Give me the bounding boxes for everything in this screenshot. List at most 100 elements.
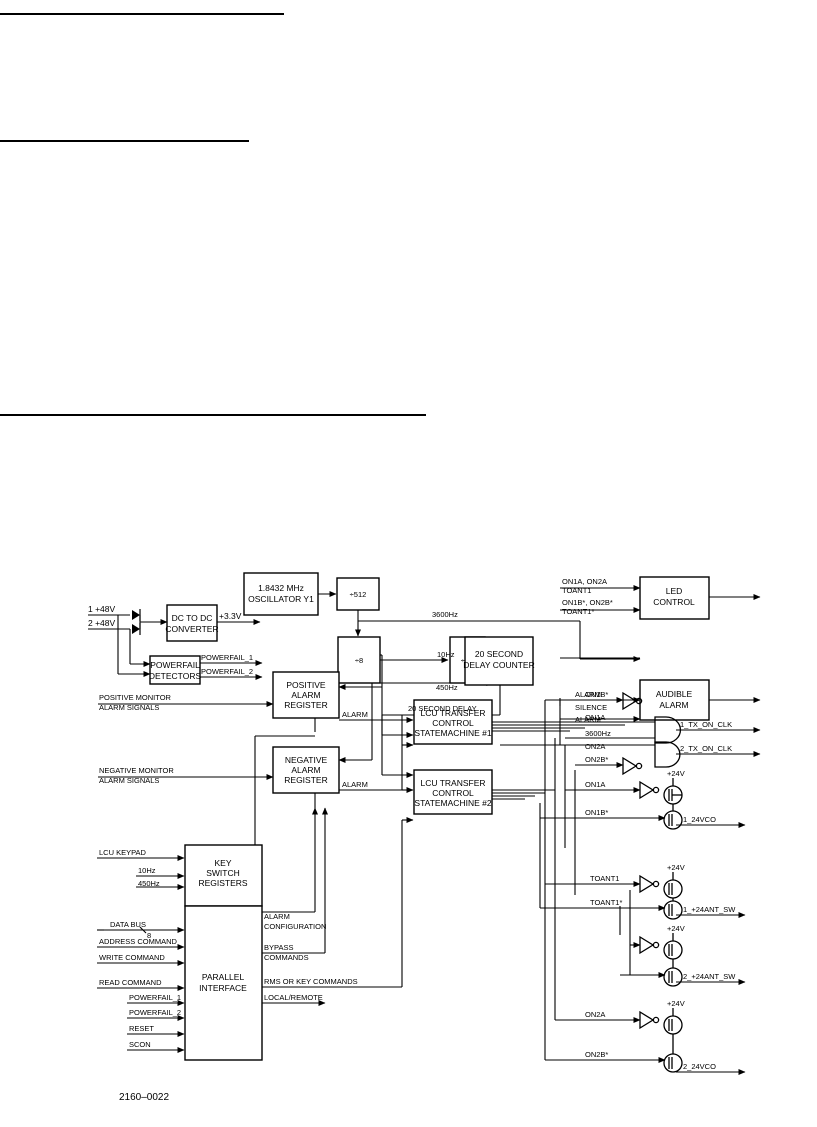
svg-text:LCU TRANSFER: LCU TRANSFER xyxy=(420,708,485,718)
oscillator-block: 1.8432 MHz OSCILLATOR Y1 xyxy=(243,572,319,616)
label-alarm-audible: ALARM xyxy=(575,690,601,699)
alarm-config-label: ALARM xyxy=(264,912,290,921)
label-10hz: 10Hz xyxy=(437,650,455,659)
key-switch-registers-block: KEY SWITCH REGISTERS xyxy=(184,844,263,907)
key-450hz-label: 450Hz xyxy=(138,879,160,888)
led-input-2b: TOANT1* xyxy=(562,607,594,616)
scon-label: SCON xyxy=(129,1040,151,1049)
svg-text:KEY: KEY xyxy=(214,858,231,868)
on2a-gate-label: ON2A xyxy=(585,742,605,751)
audible-alarm-block: AUDIBLE ALARM xyxy=(639,679,710,721)
bypass-label: BYPASS xyxy=(264,943,293,952)
read-command-label: READ COMMAND xyxy=(99,978,162,987)
address-command-label: ADDRESS COMMAND xyxy=(99,937,178,946)
svg-text:÷512: ÷512 xyxy=(350,590,367,599)
svg-text:DC TO DC: DC TO DC xyxy=(172,613,213,623)
alarm-from-positive: ALARM xyxy=(342,710,368,719)
svg-text:NEGATIVE: NEGATIVE xyxy=(285,755,328,765)
dc-converter-block: DC TO DC CONVERTER xyxy=(165,604,219,642)
led-input-1a: ON1A, ON2A xyxy=(562,577,607,586)
svg-text:DELAY COUNTER: DELAY COUNTER xyxy=(463,660,534,670)
bus-width-label: 8 xyxy=(147,931,151,940)
on2b-driver-label: ON2B* xyxy=(585,1050,608,1059)
rms-label: RMS OR KEY COMMANDS xyxy=(264,977,358,986)
label-3600hz: 3600Hz xyxy=(432,610,458,619)
lcu-keypad-label: LCU KEYPAD xyxy=(99,848,147,857)
divide-512-block: ÷512 xyxy=(336,577,380,611)
write-command-label: WRITE COMMAND xyxy=(99,953,165,962)
svg-text:INTERFACE: INTERFACE xyxy=(199,983,247,993)
led-control-block: LED CONTROL xyxy=(639,576,710,620)
data-bus-label: DATA BUS xyxy=(110,920,146,929)
svg-text:STATEMACHINE #2: STATEMACHINE #2 xyxy=(414,798,491,808)
label-20-second-delay: 20 SECOND DELAY xyxy=(408,704,477,713)
plus24v-label-2: +24V xyxy=(667,863,685,872)
powerfail-2-out: POWERFAIL_2 xyxy=(201,667,253,676)
on2a-driver-label: ON2A xyxy=(585,1010,605,1019)
statemachine-1-block: LCU TRANSFER CONTROL STATEMACHINE #1 xyxy=(413,699,493,745)
plus24v-label: +24V xyxy=(667,769,685,778)
transistor-switch-icon xyxy=(663,778,683,1073)
vco2-output-label: 2_24VCO xyxy=(683,1062,716,1071)
svg-text:20 SECOND: 20 SECOND xyxy=(475,649,523,659)
negative-monitor-label: NEGATIVE MONITOR xyxy=(99,766,174,775)
svg-text:LCU TRANSFER: LCU TRANSFER xyxy=(420,778,485,788)
svg-text:DETECTORS: DETECTORS xyxy=(149,671,202,681)
positive-monitor-label: POSITIVE MONITOR xyxy=(99,693,172,702)
svg-text:CONTROL: CONTROL xyxy=(653,597,695,607)
svg-text:1.8432 MHz: 1.8432 MHz xyxy=(258,583,304,593)
led-input-2a: ON1B*, ON2B* xyxy=(562,598,613,607)
on1a-label: ON1A xyxy=(585,713,605,722)
svg-text:LED: LED xyxy=(666,586,683,596)
positive-monitor-label-2: ALARM SIGNALS xyxy=(99,703,159,712)
parallel-interface-block: PARALLEL INTERFACE xyxy=(184,905,263,1061)
svg-text:REGISTER: REGISTER xyxy=(284,775,327,785)
on2b-gate-label: ON2B* xyxy=(585,755,608,764)
toant1-label: TOANT1 xyxy=(590,874,619,883)
negative-monitor-label-2: ALARM SIGNALS xyxy=(99,776,159,785)
tx2-output-label: 2_TX_ON_CLK xyxy=(680,744,732,753)
input-48v-2: 2 +48V xyxy=(88,618,116,628)
interface-powerfail-2: POWERFAIL_2 xyxy=(129,1008,181,1017)
delay-counter-block: 20 SECOND DELAY COUNTER xyxy=(463,636,535,686)
powerfail-detectors-block: POWERFAIL DETECTORS xyxy=(149,655,202,685)
svg-text:OSCILLATOR Y1: OSCILLATOR Y1 xyxy=(248,594,314,604)
local-remote-label: LOCAL/REMOTE xyxy=(264,993,323,1002)
svg-text:REGISTER: REGISTER xyxy=(284,700,327,710)
plus24v-label-3: +24V xyxy=(667,924,685,933)
section-rule-2 xyxy=(0,140,249,142)
plus24v-label-4: +24V xyxy=(667,999,685,1008)
diode-icon xyxy=(132,609,141,635)
svg-text:REGISTERS: REGISTERS xyxy=(198,878,247,888)
negative-alarm-register-block: NEGATIVE ALARM REGISTER xyxy=(272,746,340,794)
positive-alarm-register-block: POSITIVE ALARM REGISTER xyxy=(272,671,340,719)
and-gate-icon xyxy=(654,716,682,768)
reset-label: RESET xyxy=(129,1024,154,1033)
svg-text:POSITIVE: POSITIVE xyxy=(286,680,326,690)
alarm-config-label-2: CONFIGURATION xyxy=(264,922,326,931)
label-silence: SILENCE xyxy=(575,703,607,712)
on1a-driver-label: ON1A xyxy=(585,780,605,789)
svg-text:SWITCH: SWITCH xyxy=(206,868,240,878)
section-rule-1 xyxy=(0,13,284,15)
svg-text:÷8: ÷8 xyxy=(355,656,363,665)
ant1-output-label: 1_+24ANT_SW xyxy=(683,905,736,914)
powerfail-1-out: POWERFAIL_1 xyxy=(201,653,253,662)
figure-number: 2160–0022 xyxy=(119,1092,169,1103)
wires xyxy=(88,585,761,1075)
svg-text:CONVERTER: CONVERTER xyxy=(165,624,218,634)
signal-labels: 1 +48V 2 +48V +3.3V POWERFAIL_1 POWERFAI… xyxy=(88,577,736,1071)
divide-8-block: ÷8 xyxy=(337,636,381,684)
svg-text:AUDIBLE: AUDIBLE xyxy=(656,689,693,699)
ant2-output-label: 2_+24ANT_SW xyxy=(683,972,736,981)
label-alarm-silence: ALARM xyxy=(575,715,601,724)
key-10hz-label: 10Hz xyxy=(138,866,156,875)
svg-text:POWERFAIL: POWERFAIL xyxy=(150,660,200,670)
svg-text:ALARM: ALARM xyxy=(659,700,688,710)
statemachine-2-block: LCU TRANSFER CONTROL STATEMACHINE #2 xyxy=(413,769,493,815)
svg-text:ALARM: ALARM xyxy=(291,765,320,775)
on1b-label: ON1B* xyxy=(585,690,608,699)
bypass-label-2: COMMANDS xyxy=(264,953,309,962)
output-3v3: +3.3V xyxy=(219,611,242,621)
